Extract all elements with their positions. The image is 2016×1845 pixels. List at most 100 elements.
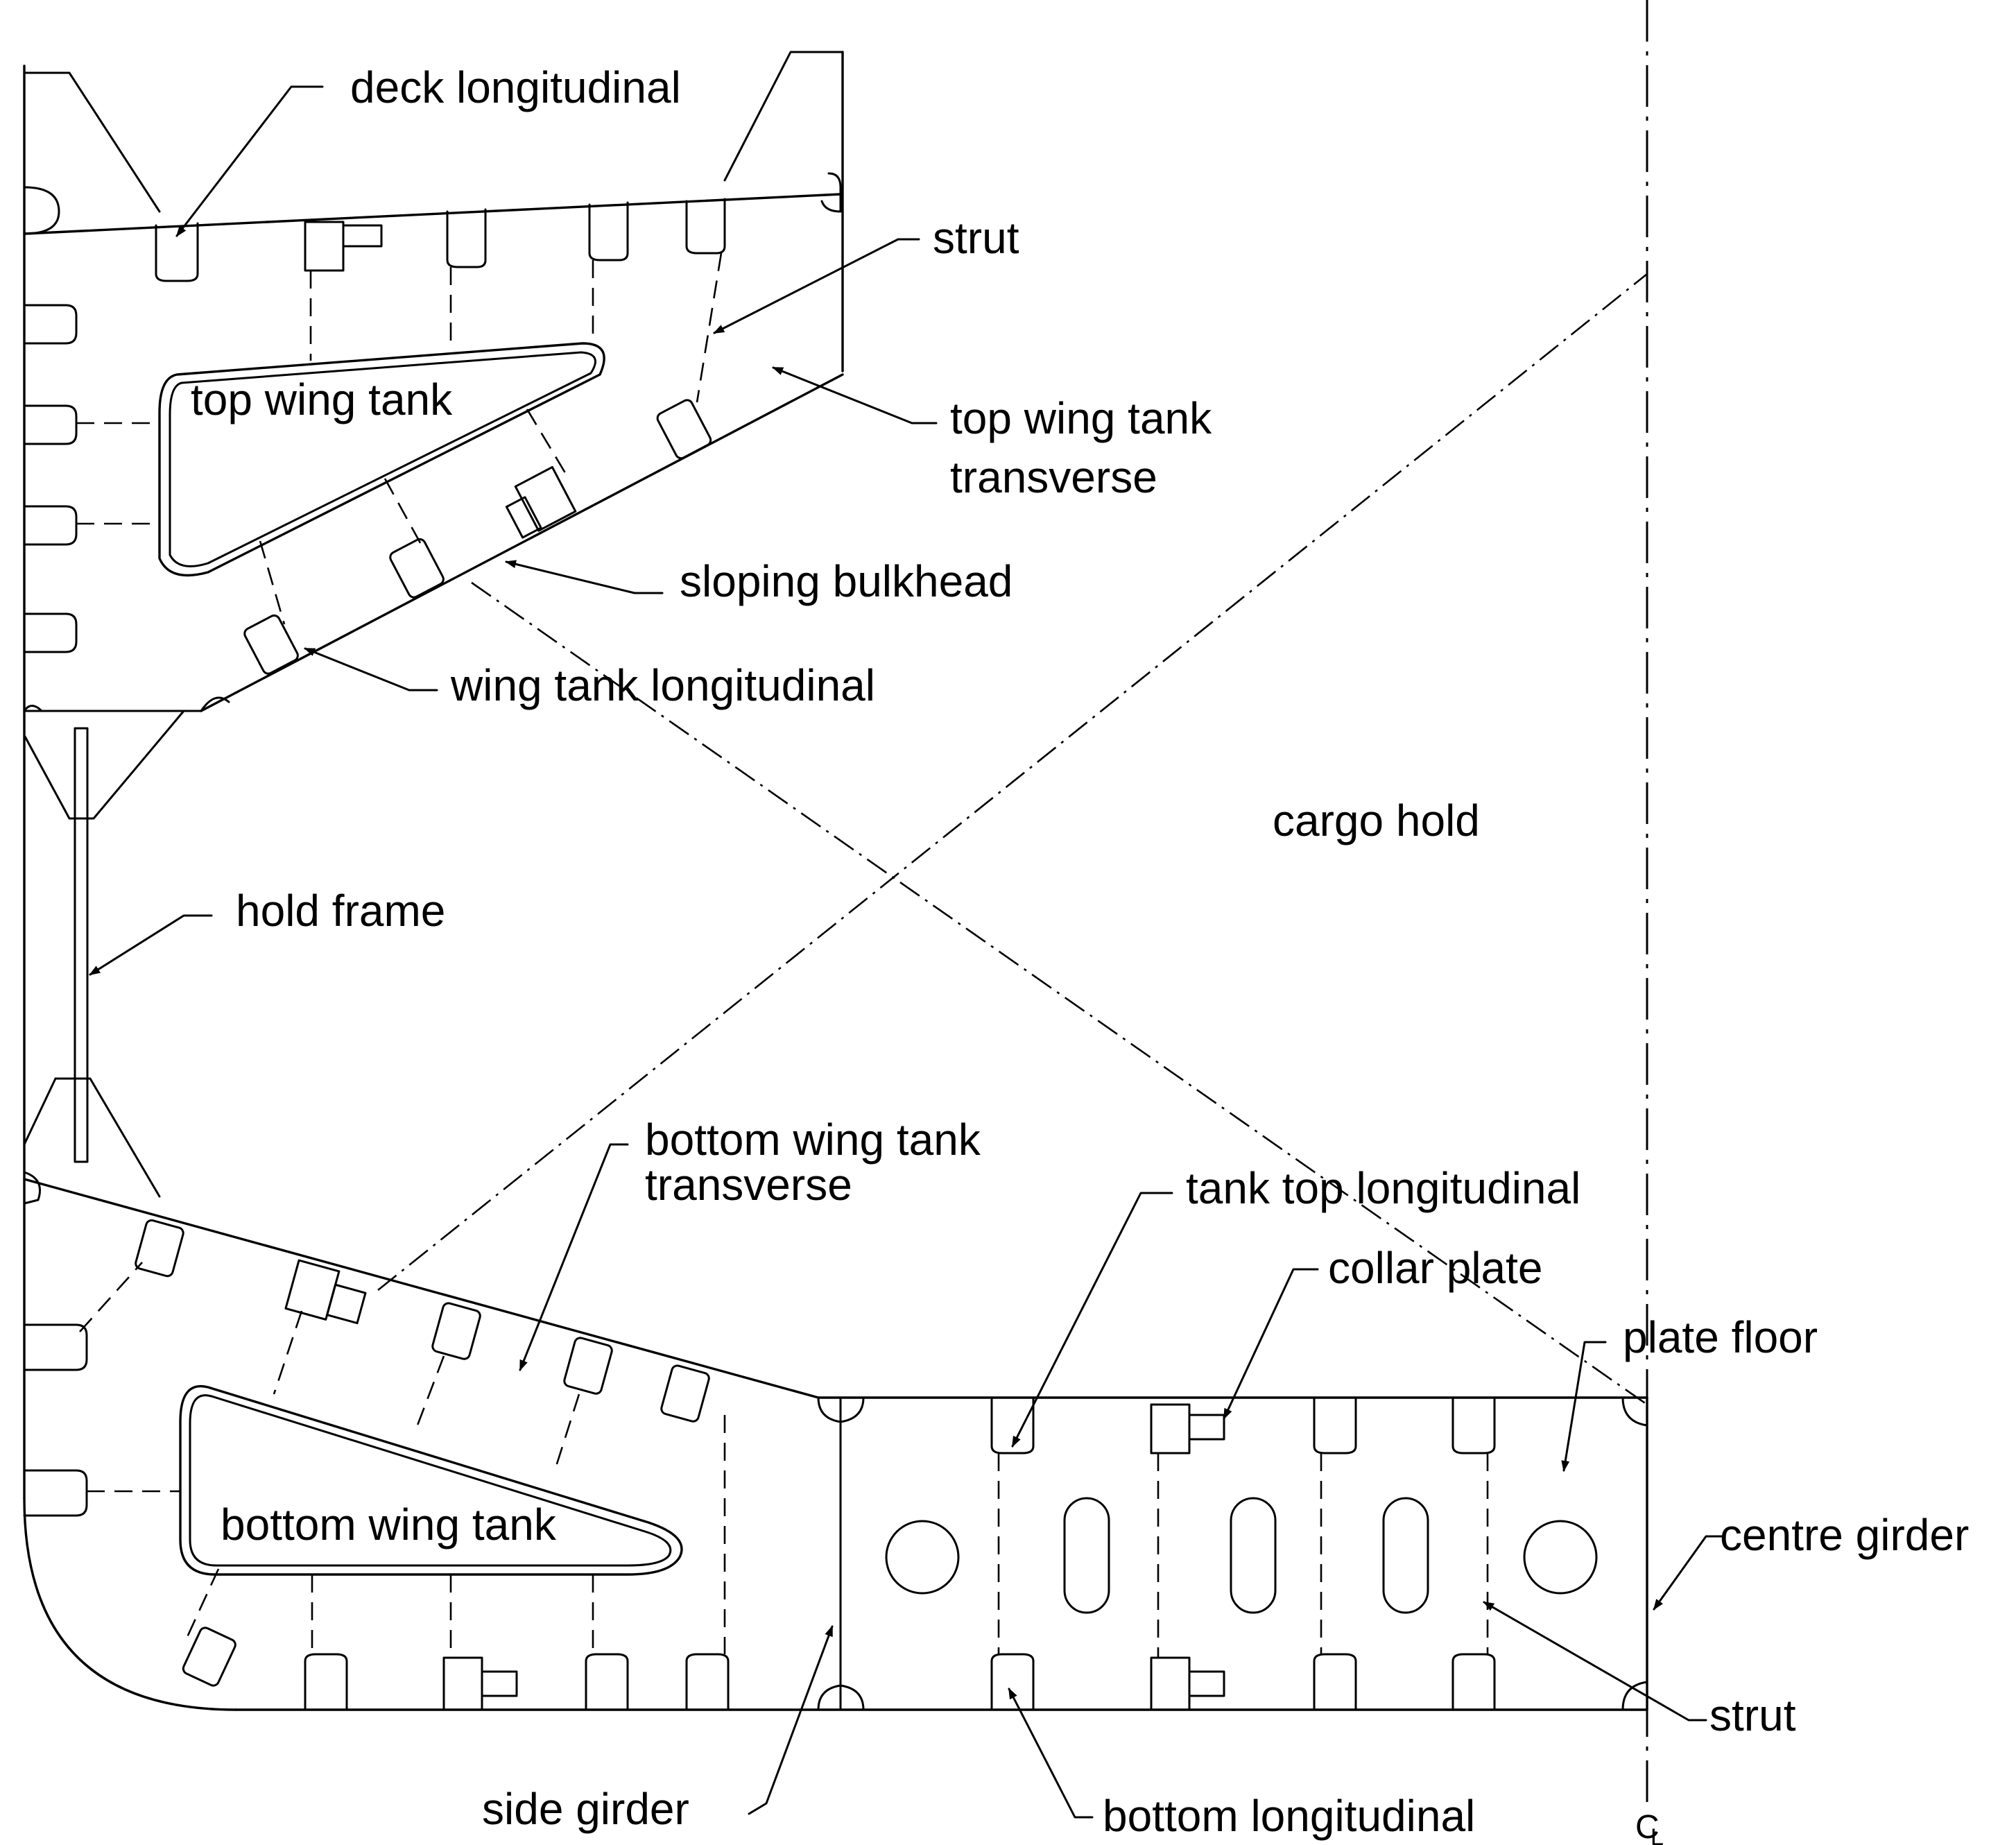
collar-plate — [1188, 1414, 1225, 1441]
bottom-longitudinal — [990, 1653, 1035, 1711]
leader-bottom-longitudinal — [1008, 1688, 1094, 1819]
leader-strut-top — [713, 238, 920, 334]
deck-longitudinal-collar — [304, 221, 345, 272]
hold-frame-bottom-bracket — [54, 1077, 161, 1198]
label-tank-top-longitudinal: tank top longitudinal — [1186, 1163, 1580, 1213]
deck-longitudinal — [155, 222, 199, 282]
transverse-stiffener — [186, 1568, 220, 1638]
wing-tank-longitudinal — [656, 399, 712, 460]
label-side-girder: side girder — [482, 1784, 689, 1834]
label-bottom-longitudinal: bottom longitudinal — [1103, 1791, 1475, 1841]
deck-longitudinal — [685, 198, 726, 255]
longitudinals — [23, 198, 1496, 1711]
sloping-bulkhead-scallop — [200, 696, 230, 712]
leader-hold-frame — [89, 914, 213, 976]
leader-side-girder — [748, 1625, 834, 1815]
transverse-stiffener — [415, 1355, 445, 1430]
hopper-longitudinal-collar — [284, 1259, 367, 1325]
label-sloping-bulkhead: sloping bulkhead — [680, 556, 1013, 606]
label-centreline-c: C — [1635, 1809, 1660, 1845]
scallop-centre-top — [1621, 1396, 1648, 1427]
wing-tank-longitudinal — [389, 538, 445, 599]
hold-frame-flange — [74, 727, 89, 1163]
lightening-hole-4 — [1382, 1497, 1429, 1614]
bilge-longitudinal — [182, 1627, 236, 1687]
hold-frame-top-bracket — [23, 710, 185, 820]
label-strut-top: strut — [933, 213, 1019, 263]
hopper-longitudinal — [135, 1219, 184, 1278]
leader-bottom-wing-tank-transverse — [519, 1143, 629, 1371]
bottom-longitudinal — [685, 1653, 730, 1711]
hopper-longitudinal — [431, 1302, 481, 1360]
side-longitudinal — [23, 505, 78, 546]
leader-centre-girder — [1653, 1535, 1725, 1611]
tank-top-longitudinal — [1313, 1396, 1357, 1454]
side-longitudinal — [23, 1469, 88, 1517]
label-centre-girder: centre girder — [1720, 1510, 1969, 1560]
hopper-longitudinal — [660, 1364, 710, 1423]
bottom-wing-tank-cutout — [179, 1385, 683, 1576]
label-top-wing-tank-transverse-line1: top wing tank — [950, 393, 1212, 443]
tank-top-longitudinal-collar — [1150, 1403, 1191, 1454]
leader-wing-tank-longitudinal — [304, 647, 438, 692]
hold-frame-bottom-bracket-left — [23, 1077, 57, 1146]
leader-plate-floor — [1561, 1341, 1607, 1472]
deck-longitudinal — [446, 208, 487, 268]
deck-bracket-right — [723, 51, 844, 182]
struts-and-stiffeners — [76, 252, 1489, 1711]
bottom-longitudinal-collar — [1150, 1656, 1191, 1711]
transverse-stiffener — [273, 1310, 303, 1395]
deck-longitudinal — [588, 201, 629, 261]
bottom-longitudinal — [304, 1653, 348, 1711]
hull-structure — [23, 51, 1648, 1711]
top-wing-tank-cutout-inner — [169, 351, 596, 567]
deck-plate — [23, 193, 842, 235]
label-cargo-hold: cargo hold — [1273, 796, 1480, 846]
corner-scallop-deck — [820, 172, 842, 213]
label-deck-longitudinal: deck longitudinal — [350, 62, 681, 112]
bottom-longitudinal — [1451, 1653, 1496, 1711]
lightening-hole-3 — [1230, 1497, 1277, 1614]
wing-tank-longitudinal — [243, 614, 299, 675]
lightening-hole-5 — [1523, 1520, 1598, 1595]
leader-top-wing-tank-transverse — [772, 366, 938, 424]
bottom-longitudinal — [585, 1653, 629, 1711]
side-longitudinal — [23, 1323, 88, 1371]
label-bottom-wing-tank-transverse-line2: transverse — [645, 1160, 852, 1210]
transverse-stiffener — [259, 540, 286, 625]
label-wing-tank-longitudinal: wing tank longitudinal — [450, 660, 875, 710]
tank-top-longitudinal — [1451, 1396, 1496, 1454]
side-longitudinal — [23, 404, 78, 445]
label-top-wing-tank: top wing tank — [191, 375, 453, 424]
reference-lines — [377, 0, 1648, 1810]
transverse-stiffener — [553, 1393, 580, 1471]
hopper-plate — [23, 1178, 820, 1399]
label-collar-plate: collar plate — [1328, 1243, 1543, 1293]
tank-top-longitudinal — [990, 1396, 1035, 1454]
hold-frame-top-scallop — [23, 705, 43, 712]
hopper-scallop — [23, 1171, 41, 1205]
leader-strut-bottom — [1483, 1601, 1707, 1722]
label-bottom-wing-tank: bottom wing tank — [221, 1500, 557, 1550]
leader-deck-longitudinal — [175, 85, 324, 237]
leader-collar-plate — [1223, 1268, 1319, 1420]
lightening-hole-1 — [885, 1520, 960, 1595]
collar-plate — [481, 1670, 518, 1697]
collar-plate — [342, 224, 383, 248]
bilge-radius — [23, 1497, 237, 1711]
top-wing-tank-cutout — [158, 342, 605, 577]
side-longitudinal — [23, 612, 78, 653]
label-bottom-wing-tank-transverse-line1: bottom wing tank — [645, 1115, 981, 1165]
transverse-stiffener — [79, 1262, 143, 1332]
label-hold-frame: hold frame — [236, 886, 445, 936]
hopper-longitudinal — [563, 1337, 613, 1395]
scallop-centre-bottom — [1621, 1681, 1648, 1711]
labels: deck longitudinal strut top wing tank to… — [191, 62, 1969, 1845]
label-strut-bottom: strut — [1709, 1690, 1796, 1740]
transverse-stiffener — [526, 409, 570, 479]
collar-plate — [1188, 1670, 1225, 1697]
transverse-stiffener — [384, 478, 424, 549]
strut — [696, 252, 723, 403]
corner-scallop-top — [23, 186, 60, 235]
